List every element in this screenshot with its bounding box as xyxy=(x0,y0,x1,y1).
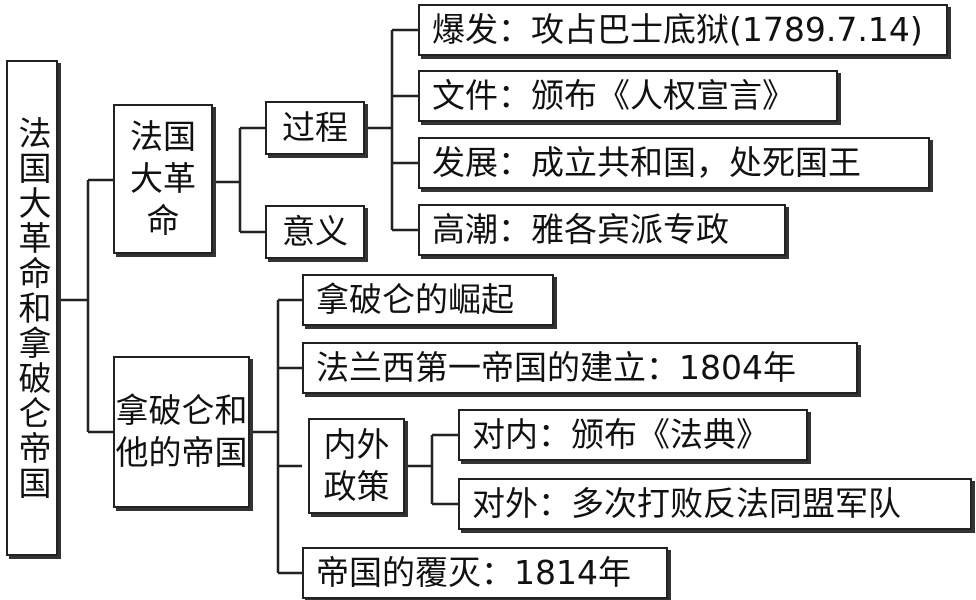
napoleon-box: 拿破仑和他的帝国 xyxy=(113,356,250,508)
revolution-box: 法国大革命 xyxy=(113,104,213,254)
domestic-policy-box: 对内：颁布《法典》 xyxy=(458,409,808,461)
significance-box: 意义 xyxy=(265,205,365,259)
foreign-policy-box: 对外：多次打败反法同盟军队 xyxy=(458,478,972,530)
policy-box: 内外政策 xyxy=(308,418,405,514)
process-box: 过程 xyxy=(265,101,365,155)
process-item-outbreak: 爆发：攻占巴士底狱(1789.7.14) xyxy=(418,4,948,56)
rise-box: 拿破仑的崛起 xyxy=(302,274,554,326)
root-topic-box: 法国大革命和拿破仑帝国 xyxy=(6,60,58,556)
process-item-climax: 高潮：雅各宾派专政 xyxy=(418,204,786,256)
process-item-development: 发展：成立共和国，处死国王 xyxy=(418,137,930,189)
process-item-document: 文件：颁布《人权宣言》 xyxy=(418,70,838,122)
founding-box: 法兰西第一帝国的建立：1804年 xyxy=(302,342,858,394)
fall-box: 帝国的覆灭：1814年 xyxy=(302,547,668,599)
